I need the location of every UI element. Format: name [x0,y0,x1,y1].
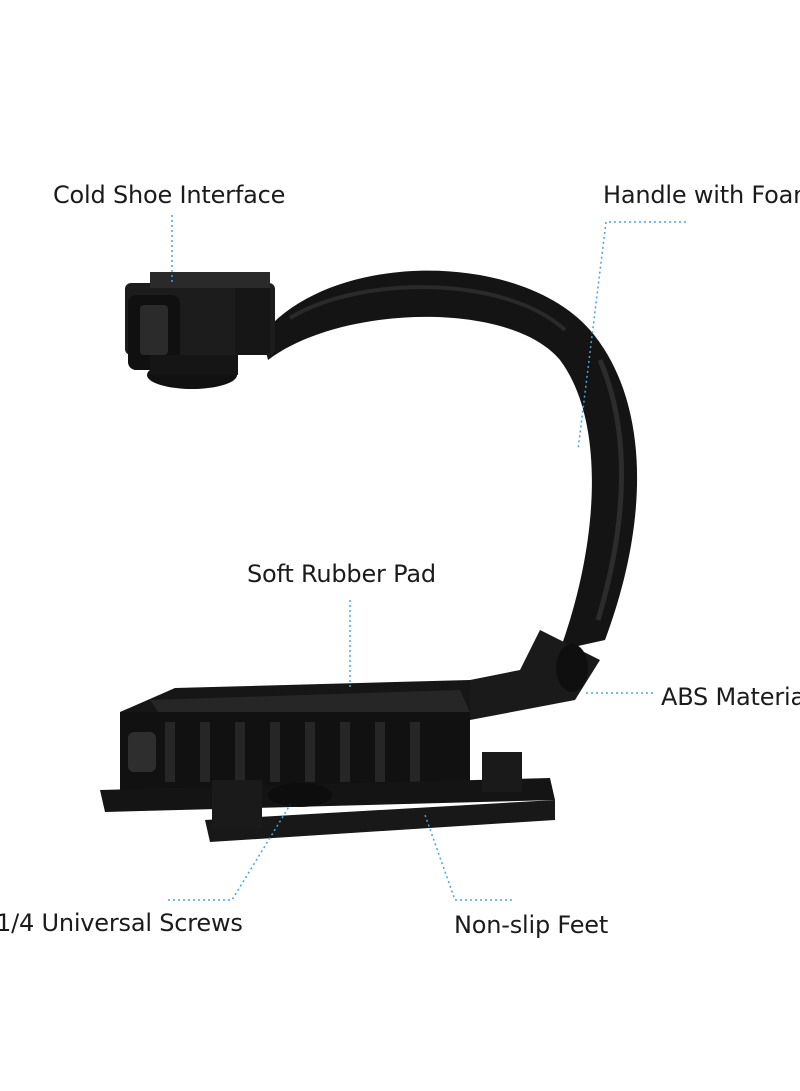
cold-shoe-mount [125,272,275,389]
foam-handle [262,270,638,650]
base-plate [120,680,470,792]
label-cold-shoe-interface: Cold Shoe Interface [53,181,286,209]
label-handle-with-foam: Handle with Foam [603,181,800,209]
label-abs-material: ABS Material [661,683,800,711]
label-universal-screws: 1/4 Universal Screws [0,909,243,937]
label-soft-rubber-pad: Soft Rubber Pad [247,560,436,588]
leader-lines [168,215,686,901]
non-slip-feet [100,752,555,842]
label-non-slip-feet: Non-slip Feet [454,911,609,939]
